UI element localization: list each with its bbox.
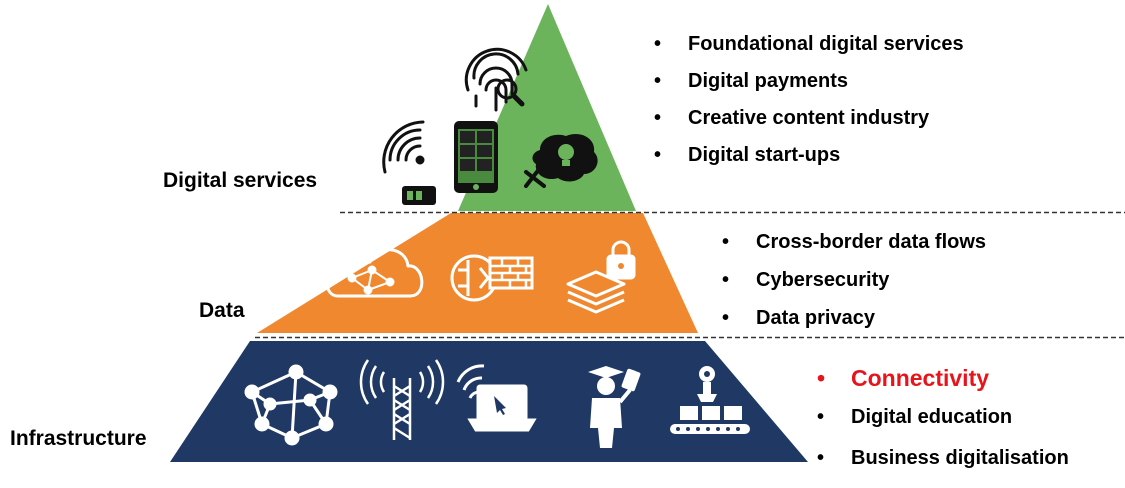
list-item-text: Connectivity xyxy=(851,365,990,391)
tier-middle-shape xyxy=(257,213,698,333)
bullet-dot: • xyxy=(654,107,662,129)
assembly-robot-icon xyxy=(670,366,750,434)
bullet-dot: • xyxy=(722,307,730,329)
list-item: • Digital education xyxy=(817,406,1069,447)
list-item-text: Digital payments xyxy=(688,70,849,92)
bullet-dot: • xyxy=(817,406,825,428)
data-lock-icon xyxy=(566,240,636,314)
bullet-dot: • xyxy=(722,231,730,253)
list-item-text: Digital education xyxy=(851,406,1013,428)
list-item-text: Creative content industry xyxy=(688,107,930,129)
contactless-card-icon xyxy=(382,120,436,205)
infrastructure-list: • Connectivity • Digital education • Busine… xyxy=(817,365,1069,488)
bullet-dot: • xyxy=(817,447,825,469)
list-item: • Creative content industry xyxy=(654,107,964,144)
smartphone-apps-icon xyxy=(454,121,498,193)
list-item: • Cybersecurity xyxy=(722,269,986,307)
list-item-text: Foundational digital services xyxy=(688,33,964,55)
cloud-network-icon xyxy=(326,248,424,298)
firewall-icon xyxy=(450,254,534,302)
radio-tower-icon xyxy=(359,359,445,440)
data-list: •Cross-border data flows •Cybersecurity … xyxy=(722,231,987,345)
idea-tools-icon xyxy=(524,133,598,188)
pyramid-diagram xyxy=(170,4,1125,462)
list-item-highlighted: • Connectivity xyxy=(817,365,1069,406)
bullet-dot: • xyxy=(817,365,826,391)
list-item-text: Digital start-ups xyxy=(688,144,841,166)
list-item: • Business digitalisation xyxy=(817,447,1069,488)
list-item-text: Data privacy xyxy=(756,307,875,329)
network-mesh-icon xyxy=(244,364,338,446)
bullet-dot: • xyxy=(654,144,662,166)
list-item-text: Cybersecurity xyxy=(756,269,890,291)
bullet-dot: • xyxy=(654,33,662,55)
list-item-text: Business digitalisation xyxy=(851,447,1069,469)
fingerprint-search-icon xyxy=(464,47,528,112)
tier-label-infrastructure: Infrastructure xyxy=(10,427,147,450)
wifi-laptop-icon xyxy=(456,364,537,432)
bullet-dot: • xyxy=(654,70,662,92)
list-item: • Digital start-ups xyxy=(654,144,964,181)
tier-label-digital-services: Digital services xyxy=(163,169,318,192)
bullet-dot: • xyxy=(722,269,730,291)
list-item: • Digital payments xyxy=(654,70,964,107)
list-item: • Data privacy xyxy=(722,307,986,345)
graduate-tablet-icon xyxy=(588,366,641,448)
list-item: • Cross-border data flows xyxy=(722,231,987,269)
digital-services-list: • Foundational digital services • Digital … xyxy=(654,33,964,181)
list-item: • Foundational digital services xyxy=(654,33,964,70)
tier-label-data: Data xyxy=(199,299,245,322)
list-item-text: Cross-border data flows xyxy=(756,231,987,253)
